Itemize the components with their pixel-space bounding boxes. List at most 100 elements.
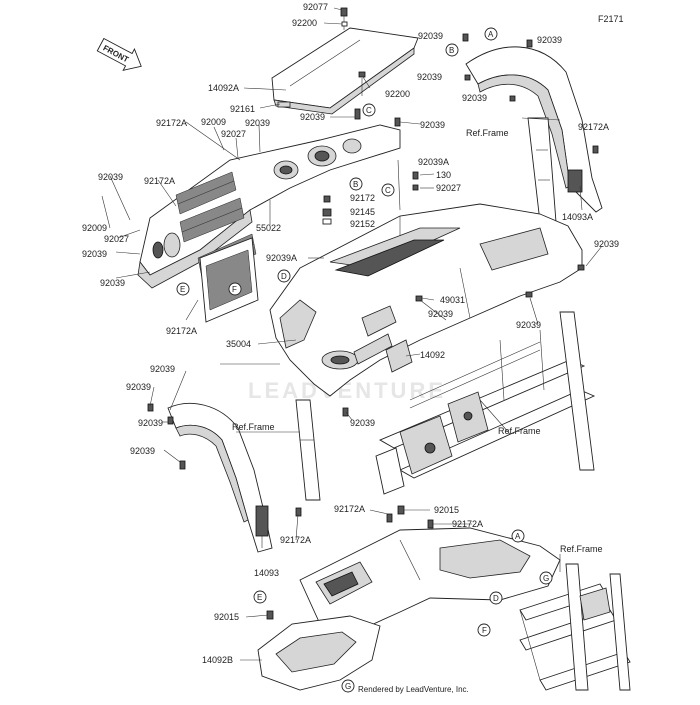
- svg-text:C: C: [366, 106, 372, 115]
- label-92172A-1: 92172A: [156, 118, 187, 128]
- callout-F-bottom-right: F: [477, 623, 491, 637]
- callout-A-top: A: [484, 27, 498, 41]
- label-92039A-1: 92039A: [418, 157, 449, 167]
- bolt-92039-icon-11: [167, 416, 174, 425]
- svg-text:A: A: [515, 532, 521, 541]
- leader-lines: [101, 7, 603, 661]
- fender-14093A: [465, 46, 603, 213]
- label-92039-16: 92039: [350, 418, 375, 428]
- label-92172A-3: 92172A: [144, 176, 175, 186]
- label-92039-13: 92039: [516, 320, 541, 330]
- label-92152: 92152: [350, 219, 375, 229]
- label-92172A-6: 92172A: [452, 519, 483, 529]
- dash-assembly-55022: [137, 124, 401, 289]
- side-grille-F: [199, 237, 259, 323]
- label-92039-10: 92039: [82, 249, 107, 259]
- label-14092B: 14092B: [202, 655, 233, 665]
- cover-14092A: [271, 27, 419, 115]
- svg-text:G: G: [345, 682, 351, 691]
- bolt-92015-icon: [397, 505, 405, 515]
- callout-D-bottom-right: D: [489, 591, 503, 605]
- svg-text:B: B: [353, 180, 358, 189]
- bolt-49031-icon: [415, 295, 423, 302]
- callout-B-top: B: [445, 43, 459, 57]
- bolt-92039-icon-5: [354, 108, 361, 120]
- svg-text:E: E: [180, 285, 185, 294]
- label-refframe-3: Ref.Frame: [498, 426, 541, 436]
- label-92027-3: 92027: [436, 183, 461, 193]
- label-92039-5: 92039: [537, 35, 562, 45]
- label-92039-11: 92039: [100, 278, 125, 288]
- bolt-92172A-icon: [592, 145, 599, 154]
- footer-credit: Rendered by LeadVenture, Inc.: [358, 685, 469, 694]
- frame-rails-right: [375, 311, 596, 495]
- label-92172A-2: 92172A: [578, 122, 609, 132]
- label-refframe-1: Ref.Frame: [466, 128, 509, 138]
- label-14092A: 14092A: [208, 83, 239, 93]
- bolt-92039-icon: [462, 33, 469, 42]
- label-92172A-4: 92172A: [166, 326, 197, 336]
- callout-D-mid: D: [277, 269, 291, 283]
- label-130: 130: [436, 170, 451, 180]
- svg-text:D: D: [281, 272, 287, 281]
- front-arrow-icon: FRONT: [96, 37, 142, 71]
- skid-panel-14092B: [257, 615, 381, 691]
- frame-cage-bottom-right: [519, 563, 631, 691]
- label-92039-6: 92039: [417, 72, 442, 82]
- label-refframe-4: Ref.Frame: [560, 544, 603, 554]
- bolt-92039-icon-2: [526, 39, 533, 48]
- bolt-92039-icon-3: [464, 74, 471, 81]
- label-92145: 92145: [350, 207, 375, 217]
- label-refframe-2: Ref.Frame: [232, 422, 275, 432]
- label-92039-4: 92039: [418, 31, 443, 41]
- clip-92200b-icon: [358, 71, 366, 78]
- label-92009-1: 92009: [201, 117, 226, 127]
- callout-E-mid: E: [176, 282, 190, 296]
- callout-G-bottom-right: G: [539, 571, 553, 585]
- svg-text:G: G: [543, 574, 549, 583]
- frame-upright-left: [295, 399, 321, 501]
- bolt-92039-icon-7: [525, 291, 533, 298]
- figure-code: F2171: [598, 14, 624, 24]
- label-92161: 92161: [230, 104, 255, 114]
- label-92027-2: 92027: [104, 234, 129, 244]
- label-92039-7: 92039: [462, 93, 487, 103]
- label-14093: 14093: [254, 568, 279, 578]
- callout-E-bottom: E: [253, 590, 267, 604]
- badge-14092: [385, 339, 413, 373]
- label-35004: 35004: [226, 339, 251, 349]
- label-92172A-7: 92172A: [280, 535, 311, 545]
- label-92039-2: 92039: [300, 112, 325, 122]
- label-49031: 49031: [440, 295, 465, 305]
- label-92039-15: 92039: [126, 382, 151, 392]
- label-92039-1: 92039: [245, 118, 270, 128]
- label-92015-1: 92015: [434, 505, 459, 515]
- label-92039-14: 92039: [150, 364, 175, 374]
- svg-text:F: F: [232, 285, 237, 294]
- label-92039-extra: 92039: [130, 446, 155, 456]
- label-92172A-5: 92172A: [334, 504, 365, 514]
- callout-F-mid: F: [228, 282, 242, 296]
- label-92039-12: 92039: [428, 309, 453, 319]
- label-92172: 92172: [350, 193, 375, 203]
- label-92200: 92200: [292, 18, 317, 28]
- bolt-92172A-icon-2: [295, 507, 302, 517]
- body-panel-35004: [269, 203, 583, 397]
- bolt-92039-icon-4: [509, 95, 516, 102]
- label-14093A: 14093A: [562, 212, 593, 222]
- bolt-130-icon: [412, 171, 419, 180]
- fastener-92077-icon: [340, 7, 348, 30]
- bolt-92039-icon-8: [577, 264, 585, 271]
- svg-text:A: A: [488, 30, 494, 39]
- label-92027-1: 92027: [221, 129, 246, 139]
- label-92200-b: 92200: [385, 89, 410, 99]
- svg-text:B: B: [449, 46, 454, 55]
- fender-14093: [167, 402, 273, 553]
- svg-text:E: E: [257, 593, 262, 602]
- label-92015-2: 92015: [214, 612, 239, 622]
- grommet-stack-icon: [322, 195, 332, 225]
- bolt-92039-icon-12: [179, 460, 186, 470]
- label-92039-9: 92039: [98, 172, 123, 182]
- callout-C-top: C: [362, 103, 376, 117]
